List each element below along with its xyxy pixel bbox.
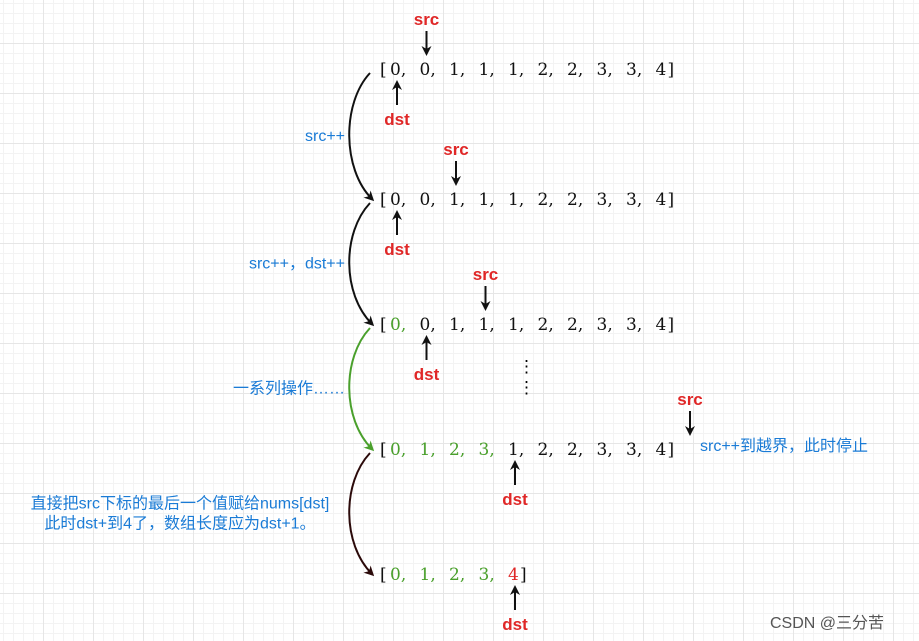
array-element: 3, (626, 440, 642, 460)
transition-arrow-icon (348, 327, 375, 452)
array-row-1: [0, 0, 1, 1, 1, 2, 2, 3, 3, 4] (380, 190, 674, 210)
transition-arrow-icon (348, 72, 375, 202)
dst-pointer: dst (384, 210, 410, 259)
close-bracket: ] (668, 440, 675, 460)
array-element: 2, (538, 190, 554, 210)
array-element: 0, (390, 60, 406, 80)
array-element: 3, (597, 315, 613, 335)
array-element: 0, (390, 440, 406, 460)
array-element: 0, (390, 190, 406, 210)
ellipsis-dots: ⋮ (518, 357, 535, 377)
array-row-3: [0, 1, 2, 3, 1, 2, 2, 3, 3, 4] (380, 440, 674, 460)
array-element: 3, (597, 190, 613, 210)
array-element: 4 (508, 565, 519, 585)
array-element: 1, (479, 315, 495, 335)
array-element: 2, (449, 440, 465, 460)
src-pointer: src (677, 390, 703, 436)
close-bracket: ] (668, 315, 675, 335)
array-element: 3, (626, 190, 642, 210)
array-element: 2, (567, 315, 583, 335)
dst-pointer: dst (384, 80, 410, 129)
side-note: src++到越界，此时停止 (700, 437, 868, 455)
open-bracket: [ (380, 440, 387, 460)
open-bracket: [ (380, 315, 387, 335)
transition-label: 此时dst+到4了，数组长度应为dst+1。 (44, 514, 315, 533)
array-element: 1, (479, 60, 495, 80)
array-element: 2, (567, 60, 583, 80)
watermark: CSDN @三分苦 (770, 614, 884, 632)
close-bracket: ] (668, 190, 675, 210)
open-bracket: [ (380, 60, 387, 80)
array-element: 1, (508, 315, 524, 335)
array-element: 3, (597, 60, 613, 80)
dst-label: dst (414, 365, 440, 384)
dst-pointer: dst (414, 335, 440, 384)
array-element: 3, (597, 440, 613, 460)
array-element: 1, (449, 315, 465, 335)
array-element: 2, (538, 315, 554, 335)
array-element: 1, (508, 440, 524, 460)
array-element: 0, (420, 60, 436, 80)
array-element: 2, (567, 440, 583, 460)
array-element: 1, (508, 60, 524, 80)
array-rows: [0, 0, 1, 1, 1, 2, 2, 3, 3, 4] [0, 0, 1, 1, 1, 2, 2, 3, 3,… (380, 60, 674, 585)
array-element: 2, (567, 190, 583, 210)
array-element: 3, (626, 60, 642, 80)
src-label: src (414, 10, 440, 29)
dst-pointer: dst (502, 585, 528, 634)
src-pointer: src (473, 265, 499, 311)
dst-label: dst (384, 240, 410, 259)
dst-label: dst (502, 615, 528, 634)
array-element: 1, (449, 190, 465, 210)
array-element: 0, (390, 565, 406, 585)
array-element: 0, (420, 315, 436, 335)
transition-label: src++ (305, 128, 345, 145)
ellipsis-dots: ⋮ (518, 378, 535, 398)
src-pointer: src (443, 140, 469, 186)
dst-label: dst (384, 110, 410, 129)
array-element: 1, (420, 565, 436, 585)
array-element: 3, (479, 565, 495, 585)
array-element: 1, (449, 60, 465, 80)
transition-label: src++，dst++ (249, 256, 345, 273)
dst-pointer: dst (502, 460, 528, 509)
array-element: 1, (420, 440, 436, 460)
transition-arrow-icon (348, 202, 375, 327)
transition-1: src++，dst++ (249, 202, 375, 327)
open-bracket: [ (380, 565, 387, 585)
transition-layer: src++ src++，dst++ 一系列操作…… 直接把src下标的最后一个值赋给n… (31, 72, 375, 577)
src-label: src (443, 140, 469, 159)
close-bracket: ] (668, 60, 675, 80)
array-element: 0, (420, 190, 436, 210)
array-element: 1, (508, 190, 524, 210)
transition-arrow-icon (348, 452, 375, 577)
pointer-layer: src dst src dst src dst src dst dst (384, 10, 703, 634)
src-label: src (677, 390, 703, 409)
transition-label: 一系列操作…… (233, 380, 345, 398)
transition-0: src++ (305, 72, 375, 202)
array-element: 4 (656, 190, 667, 210)
dst-label: dst (502, 490, 528, 509)
src-label: src (473, 265, 499, 284)
array-row-0: [0, 0, 1, 1, 1, 2, 2, 3, 3, 4] (380, 60, 674, 80)
array-element: 3, (479, 440, 495, 460)
array-element: 1, (479, 190, 495, 210)
close-bracket: ] (520, 565, 527, 585)
array-row-4: [0, 1, 2, 3, 4] (380, 565, 527, 585)
array-element: 2, (449, 565, 465, 585)
src-pointer: src (414, 10, 440, 56)
array-element: 4 (656, 60, 667, 80)
transition-label: 直接把src下标的最后一个值赋给nums[dst] (31, 495, 330, 513)
array-element: 2, (538, 60, 554, 80)
array-element: 4 (656, 440, 667, 460)
array-element: 3, (626, 315, 642, 335)
transition-2: 一系列操作…… (233, 327, 375, 452)
transition-3: 直接把src下标的最后一个值赋给nums[dst]此时dst+到4了，数组长度应… (31, 452, 375, 577)
array-row-2: [0, 0, 1, 1, 1, 2, 2, 3, 3, 4] (380, 315, 674, 335)
array-element: 0, (390, 315, 406, 335)
array-element: 2, (538, 440, 554, 460)
open-bracket: [ (380, 190, 387, 210)
array-element: 4 (656, 315, 667, 335)
